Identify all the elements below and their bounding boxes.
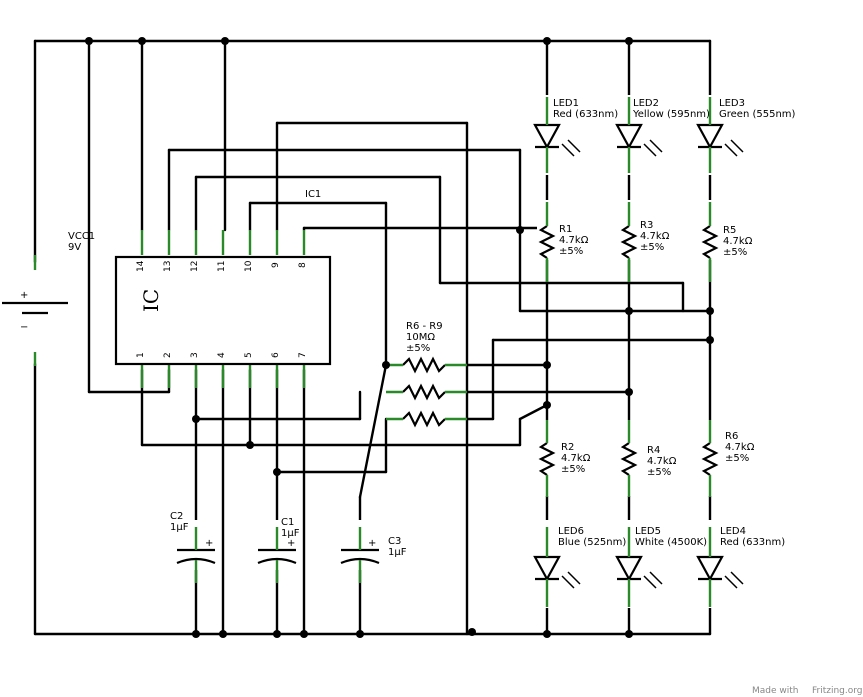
led5-symbol <box>615 527 643 607</box>
svg-text:7: 7 <box>298 352 308 358</box>
r2-name: R2 <box>561 442 574 453</box>
r1-name: R1 <box>559 224 572 235</box>
led3-spec: Green (555nm) <box>719 109 796 120</box>
array-name: R6 - R9 <box>406 321 443 332</box>
r6-name: R6 <box>725 431 738 442</box>
c1-name: C1 <box>281 517 294 528</box>
battery-value: 9V <box>68 242 81 253</box>
led1-symbol <box>533 97 561 173</box>
led2-symbol <box>615 97 643 173</box>
r5-tol: ±5% <box>723 247 747 258</box>
made-with-text: Made with <box>752 686 799 696</box>
led2-name: LED2 <box>633 98 659 109</box>
c2-name: C2 <box>170 511 183 522</box>
c1-plus: + <box>287 538 295 549</box>
led5-spec: White (4500K) <box>635 537 707 548</box>
svg-text:3: 3 <box>190 352 200 358</box>
svg-text:9: 9 <box>271 262 281 268</box>
c1-value: 1µF <box>281 528 300 539</box>
ic-bottom-pin-labels: 1 2 3 4 5 6 7 <box>136 352 308 358</box>
svg-text:13: 13 <box>163 261 173 272</box>
array-tol: ±5% <box>406 343 430 354</box>
ic-body <box>114 255 332 366</box>
c3-name: C3 <box>388 536 401 547</box>
svg-text:11: 11 <box>217 261 227 272</box>
c3-value: 1µF <box>388 547 407 558</box>
r3-tol: ±5% <box>640 242 664 253</box>
ic-label: IC <box>139 289 163 312</box>
svg-text:5: 5 <box>244 352 254 358</box>
svg-text:6: 6 <box>271 352 281 358</box>
led2-spec: Yellow (595nm) <box>632 109 710 120</box>
r4-name: R4 <box>647 445 660 456</box>
led6-symbol <box>533 527 561 607</box>
battery-name: VCC1 <box>68 231 95 242</box>
r2-tol: ±5% <box>561 464 585 475</box>
svg-text:14: 14 <box>136 260 146 272</box>
c2-plus: + <box>205 538 213 549</box>
ic-designator: IC1 <box>305 189 321 200</box>
ic-top-pin-labels: 14 13 12 11 10 9 8 <box>136 260 308 272</box>
led3-name: LED3 <box>719 98 745 109</box>
svg-text:8: 8 <box>298 262 308 268</box>
r1-value: 4.7kΩ <box>559 235 589 246</box>
led4-symbol <box>696 527 724 607</box>
c3-plus: + <box>368 538 376 549</box>
led-column-parts <box>530 95 744 608</box>
labels: IC1 IC VCC1 9V + − 14 13 12 11 10 9 8 1 … <box>20 98 863 696</box>
r2-value: 4.7kΩ <box>561 453 591 464</box>
fritzing-brand: Fritzing.org <box>812 686 863 696</box>
component-bodies <box>2 255 467 428</box>
led3-symbol <box>696 97 724 173</box>
c2-value: 1µF <box>170 522 189 533</box>
r5-name: R5 <box>723 225 736 236</box>
svg-text:2: 2 <box>163 352 173 358</box>
battery-minus: − <box>20 322 28 333</box>
r3-value: 4.7kΩ <box>640 231 670 242</box>
junction-dots <box>85 37 714 638</box>
array-value: 10MΩ <box>406 332 435 343</box>
led4-spec: Red (633nm) <box>720 537 785 548</box>
led6-name: LED6 <box>558 526 584 537</box>
led1-spec: Red (633nm) <box>553 109 618 120</box>
r6-tol: ±5% <box>725 453 749 464</box>
r3-name: R3 <box>640 220 653 231</box>
pin-stubs <box>33 230 306 388</box>
r1-tol: ±5% <box>559 246 583 257</box>
r4-tol: ±5% <box>647 467 671 478</box>
led1-name: LED1 <box>553 98 579 109</box>
svg-text:12: 12 <box>190 261 200 272</box>
battery-plus: + <box>20 290 28 301</box>
led6-spec: Blue (525nm) <box>558 537 626 548</box>
led5-name: LED5 <box>635 526 661 537</box>
svg-text:10: 10 <box>244 260 254 272</box>
r5-value: 4.7kΩ <box>723 236 753 247</box>
r6-value: 4.7kΩ <box>725 442 755 453</box>
r4-value: 4.7kΩ <box>647 456 677 467</box>
led4-name: LED4 <box>720 526 746 537</box>
svg-text:4: 4 <box>217 352 227 358</box>
capacitors <box>176 520 380 583</box>
svg-text:1: 1 <box>136 352 146 358</box>
